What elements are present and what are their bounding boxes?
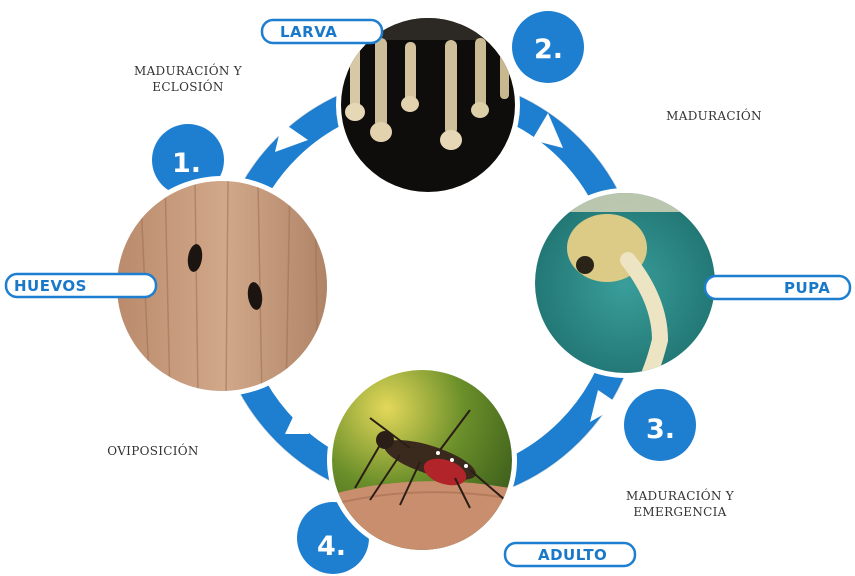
step-3-badge: 3. [624, 389, 696, 461]
svg-text:LARVA: LARVA [280, 23, 337, 41]
stage-label-larva: LARVA [262, 20, 382, 43]
transition-maduracion-emergencia: MADURACIÓN Y EMERGENCIA [626, 487, 735, 519]
svg-text:MADURACIÓN Y: MADURACIÓN Y [626, 487, 735, 503]
transition-maduracion: MADURACIÓN [666, 107, 762, 123]
stage-label-huevos: HUEVOS [6, 274, 156, 297]
svg-text:HUEVOS: HUEVOS [14, 277, 87, 295]
svg-text:4.: 4. [317, 531, 346, 562]
svg-text:EMERGENCIA: EMERGENCIA [633, 505, 726, 519]
step-2-badge: 2. [512, 11, 584, 83]
stage-label-adulto: ADULTO [505, 543, 635, 566]
stage-label-pupa: PUPA [705, 276, 850, 299]
svg-text:2.: 2. [534, 34, 563, 65]
svg-text:ECLOSIÓN: ECLOSIÓN [152, 78, 223, 94]
svg-text:1.: 1. [172, 148, 201, 179]
svg-text:3.: 3. [646, 414, 675, 445]
transition-maduracion-eclosion: MADURACIÓN Y ECLOSIÓN [134, 62, 243, 94]
svg-text:PUPA: PUPA [784, 279, 830, 297]
svg-text:MADURACIÓN Y: MADURACIÓN Y [134, 62, 243, 78]
pupa-photo [530, 188, 720, 386]
svg-text:ADULTO: ADULTO [538, 546, 607, 564]
transition-oviposicion: OVIPOSICIÓN [107, 442, 198, 458]
